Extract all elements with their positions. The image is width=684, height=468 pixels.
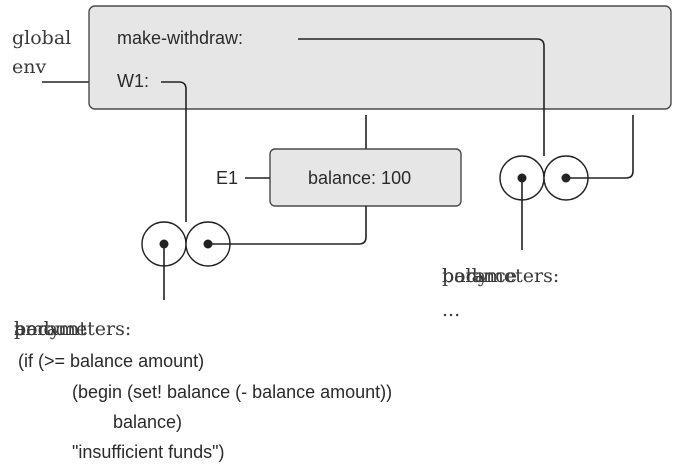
left-procedure-env-pointer — [208, 206, 367, 245]
left-body-label: body — [14, 318, 61, 340]
right-body-label: body — [442, 265, 489, 287]
w1-arrow — [161, 81, 187, 222]
binding-w1: W1: — [117, 71, 149, 91]
right-params-label: parameters: — [442, 265, 559, 287]
binding-make-withdraw: make-withdraw: — [117, 28, 243, 48]
global-env-label-line1: global — [12, 27, 71, 49]
right-procedure-env-pointer — [566, 115, 634, 179]
global-frame — [88, 5, 672, 110]
global-env-label-line2: env — [12, 56, 46, 78]
code-line-1: (if (>= balance amount) — [18, 351, 204, 371]
code-line-2: (begin (set! balance (- balance amount)) — [72, 382, 392, 402]
left-param-amount: amount — [14, 318, 87, 340]
code-line-4: "insufficient funds") — [72, 442, 225, 462]
right-param-balance: balance — [442, 265, 517, 287]
make-withdraw-arrow — [298, 38, 545, 156]
code-line-3: balance) — [113, 412, 182, 432]
left-params-label: parameters: — [14, 318, 131, 340]
frame-e1-binding: balance: 100 — [308, 168, 411, 188]
frame-e1-label: E1 — [216, 168, 238, 188]
right-body-ellipsis: ... — [442, 299, 460, 321]
